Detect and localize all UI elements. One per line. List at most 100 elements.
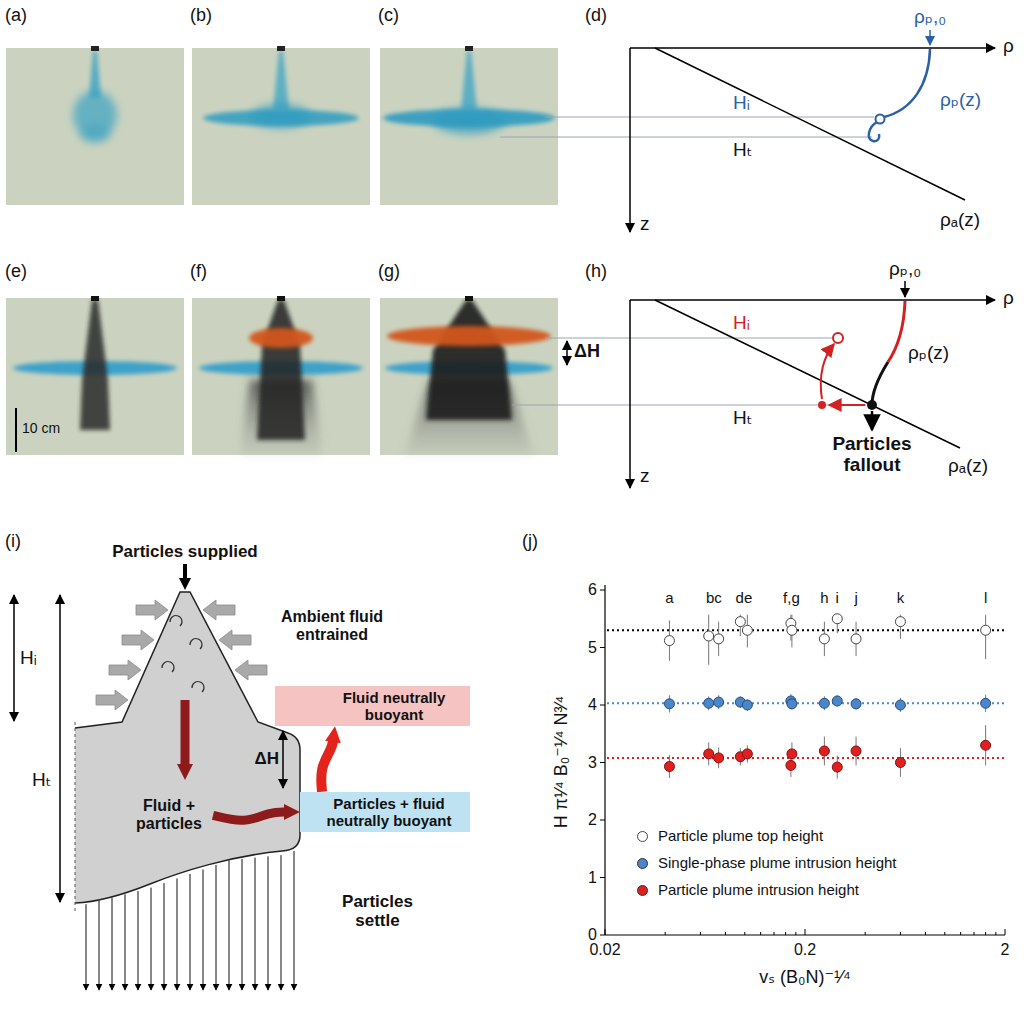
data-point: [895, 700, 905, 710]
data-point: [981, 625, 991, 635]
data-point: [819, 634, 829, 644]
tick-mark: [600, 705, 605, 706]
tick-label: 0.2: [794, 941, 816, 959]
photo-c: [433, 108, 505, 134]
run-letter: j: [854, 590, 857, 607]
photo-f: [192, 296, 370, 455]
photo-c: [465, 46, 473, 51]
data-point: [832, 762, 842, 772]
axis-line: [604, 585, 605, 935]
data-point: [664, 762, 674, 772]
curve-label: ρₚ(z): [940, 90, 981, 111]
process-note: Particles supplied: [112, 543, 258, 562]
scale-label: 10 cm: [22, 421, 60, 436]
node-text: Particles + fluid neutrally buoyant: [314, 795, 464, 830]
eddy-symbol: [162, 662, 174, 672]
guide-line: [500, 117, 874, 405]
entrainment-arrow: [235, 660, 267, 680]
height-difference-arrow: [566, 341, 568, 365]
level-label: Hᵢ: [733, 93, 750, 114]
tick-mark: [995, 932, 996, 935]
legend-text: Single-phase plume intrusion height: [658, 855, 896, 872]
panel-label: (c): [378, 6, 399, 26]
tick-mark: [774, 932, 775, 935]
entrainment-arrow: [136, 600, 168, 620]
data-point: [819, 746, 829, 756]
profile-h: [888, 301, 905, 362]
data-point: [787, 699, 797, 709]
band-region: Particles + fluid neutrally buoyant: [300, 792, 470, 833]
data-point: [981, 740, 991, 750]
tick-mark: [900, 932, 901, 935]
photo-e: [6, 298, 184, 455]
profile-d: [629, 48, 631, 232]
data-point: [895, 617, 905, 627]
run-letter: l: [984, 590, 987, 607]
settling-arrow: [255, 858, 256, 990]
plume-schematic: [181, 700, 190, 766]
panel-label: (i): [5, 532, 21, 552]
tick-mark: [744, 932, 745, 935]
photo-b: [277, 46, 285, 51]
data-point: [742, 625, 752, 635]
band-region: Fluid neutrally buoyant: [275, 686, 470, 727]
profile-d: [884, 49, 930, 117]
plume-schematic: [13, 595, 15, 721]
legend-item: Particle plume top height: [637, 823, 896, 850]
height-label: Hₜ: [32, 770, 51, 791]
photo-c: [380, 48, 558, 205]
data-point: [664, 699, 674, 709]
plume-schematic: [75, 592, 300, 903]
profile-h: [867, 400, 877, 410]
settling-arrow: [151, 888, 152, 990]
settling-arrow: [112, 898, 113, 990]
plume-region: Fluid + particles: [125, 797, 213, 834]
process-note: Ambient fluid entrained: [272, 608, 392, 643]
data-point: [704, 631, 714, 641]
settling-arrow: [294, 851, 295, 990]
data-point: [787, 625, 797, 635]
plume-schematic: [282, 731, 284, 788]
profile-h: [904, 281, 906, 297]
photo-f: [257, 300, 305, 440]
tick-label: 5: [588, 639, 597, 657]
level-label: Hₜ: [733, 140, 752, 161]
settling-arrow: [164, 883, 165, 990]
level-label: Hₜ: [733, 408, 752, 429]
profile-d: [655, 48, 965, 200]
panel-label: (g): [378, 262, 400, 282]
data-point: [704, 698, 714, 708]
eddy-symbol: [192, 682, 204, 692]
guide-line: [500, 137, 872, 138]
eddy-symbol: [162, 616, 204, 692]
tick-mark: [795, 932, 796, 935]
profile-h: [630, 281, 995, 488]
photo-a: [6, 46, 184, 205]
eddy-symbol: [170, 616, 182, 626]
photo-g: [387, 326, 551, 346]
settling-arrow: [203, 869, 204, 990]
tick-mark: [760, 932, 761, 935]
settling-arrow: [268, 856, 269, 990]
photo-g: [380, 296, 558, 455]
photo-a: [89, 51, 101, 98]
data-point: [819, 698, 829, 708]
data-point: [851, 634, 861, 644]
data-point: [832, 696, 842, 706]
photo-e: [6, 296, 184, 455]
tick-mark: [985, 932, 986, 935]
legend-swatch: [637, 858, 648, 869]
plume-schematic: [59, 595, 61, 902]
legend-swatch: [637, 885, 648, 896]
tick-mark: [600, 647, 605, 648]
height-label: Hᵢ: [20, 648, 37, 669]
height-difference-arrow: [567, 341, 568, 365]
data-point: [742, 700, 752, 710]
plume-schematic: [75, 592, 300, 903]
axis-symbol: z: [640, 466, 650, 487]
tick-label: 0: [588, 926, 597, 944]
data-point: [895, 758, 905, 768]
data-point: [832, 614, 842, 624]
axis-symbol: ρ: [1003, 288, 1014, 309]
legend-item: Single-phase plume intrusion height: [637, 850, 896, 877]
